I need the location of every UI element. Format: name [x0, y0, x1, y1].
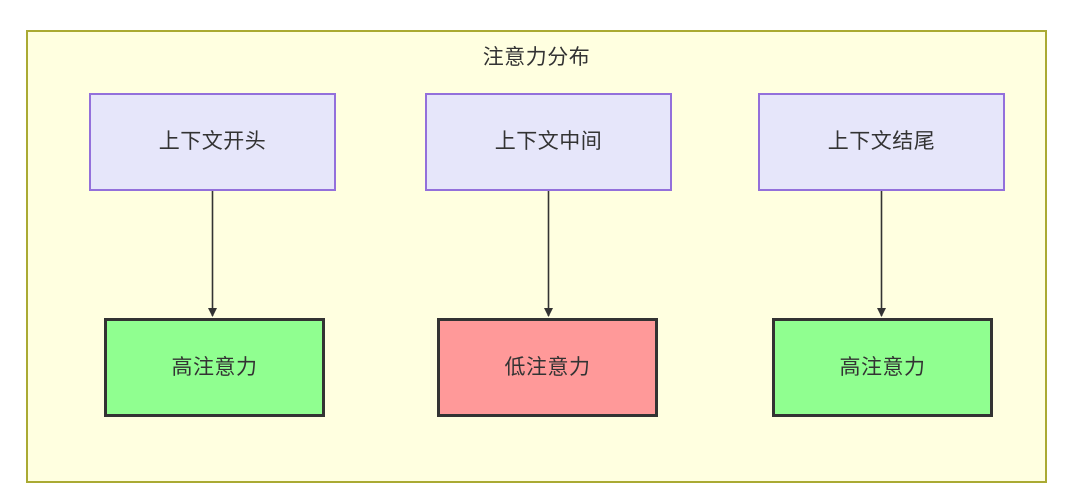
node-high-attention-end[interactable]: 高注意力	[772, 318, 993, 417]
node-high-attention-start[interactable]: 高注意力	[104, 318, 325, 417]
node-context-middle[interactable]: 上下文中间	[425, 93, 672, 191]
node-label: 上下文开头	[158, 130, 267, 153]
node-context-end[interactable]: 上下文结尾	[758, 93, 1005, 191]
node-label: 上下文结尾	[827, 130, 936, 153]
node-label: 高注意力	[171, 355, 258, 379]
group-title: 注意力分布	[482, 46, 591, 69]
node-context-start[interactable]: 上下文开头	[89, 93, 336, 191]
node-low-attention-middle[interactable]: 低注意力	[437, 318, 658, 417]
node-label: 高注意力	[839, 355, 926, 379]
node-label: 上下文中间	[494, 130, 603, 153]
node-label: 低注意力	[504, 355, 591, 379]
